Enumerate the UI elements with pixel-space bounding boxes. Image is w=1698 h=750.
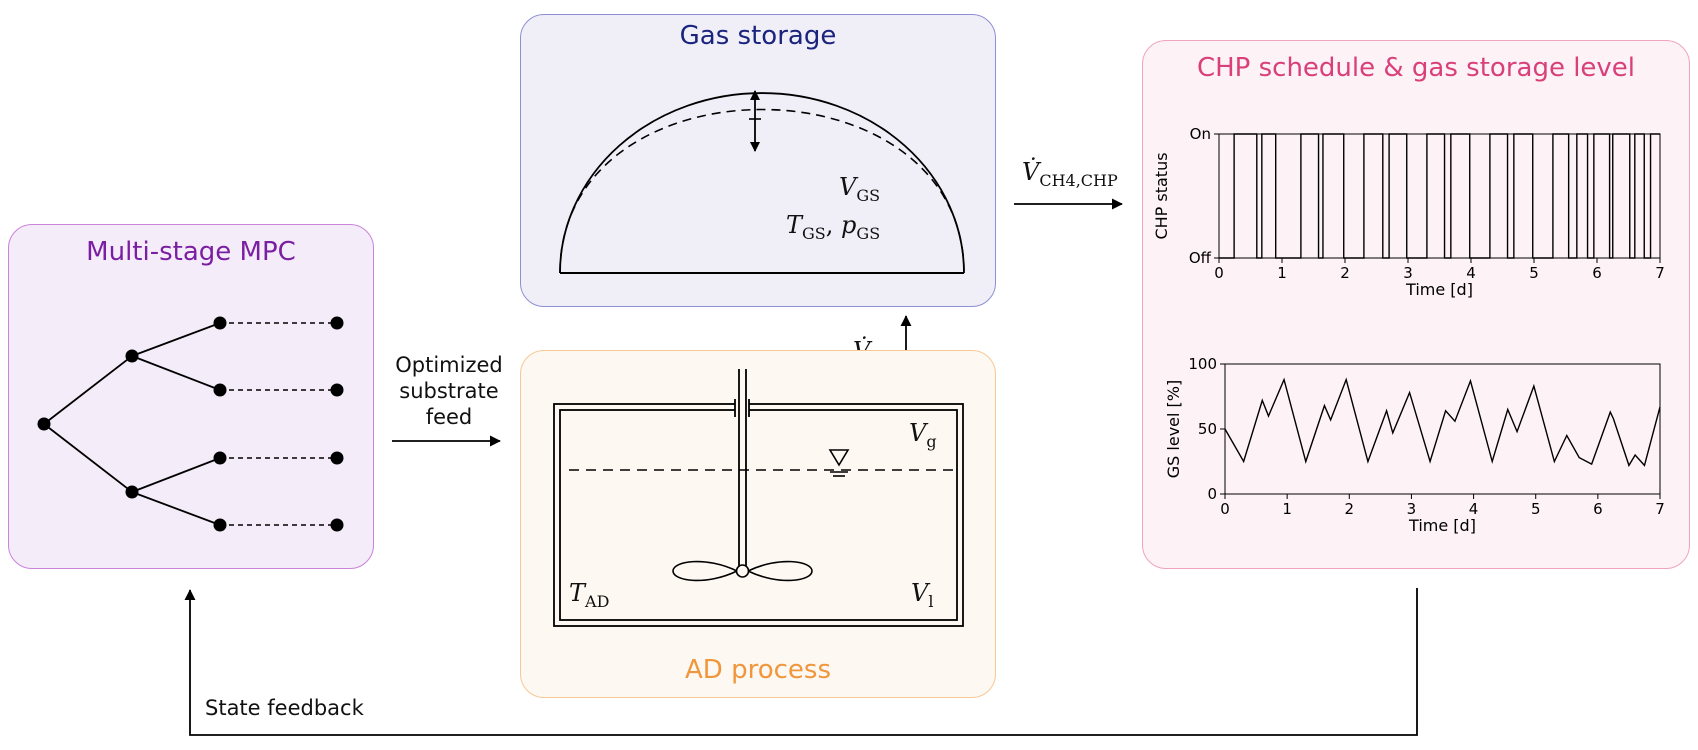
feed-label: Optimized substrate feed [385, 352, 513, 430]
tree-node [213, 451, 227, 465]
feed-label-line1: Optimized [395, 353, 503, 377]
mpc-box: Multi-stage MPC [8, 224, 374, 569]
impeller-blade [746, 560, 813, 582]
scenario-tree [37, 316, 344, 532]
x-tick-label: 3 [1407, 500, 1417, 518]
chp-box: CHP schedule & gas storage level 0 1 2 3 4 5 6… [1142, 40, 1690, 569]
x-axis-label: Time [d] [1405, 280, 1473, 299]
gas-storage-box: Gas storage VGS TGS, pGS [520, 14, 996, 307]
ad-process-title: AD process [685, 655, 831, 685]
x-tick-label: 0 [1220, 500, 1230, 518]
tree-node [330, 451, 344, 465]
ad-gas-volume-label: Vg [909, 419, 937, 451]
gas-storage-title: Gas storage [679, 21, 837, 51]
x-tick-label: 3 [1403, 264, 1413, 282]
ad-temp-label: TAD [569, 579, 610, 611]
reactor-outer-wall [553, 403, 964, 627]
tree-node [330, 518, 344, 532]
reactor-inner-wall [559, 409, 958, 621]
liquid-level-icon [828, 449, 850, 467]
tree-node [125, 349, 139, 363]
x-tick-label: 1 [1277, 264, 1287, 282]
feedback-label: State feedback [205, 696, 364, 720]
impeller-hub [735, 564, 750, 578]
feedback-arrow [184, 588, 1418, 736]
dome-inner-dashed [559, 108, 965, 274]
y-tick-label: 100 [1188, 355, 1217, 373]
tree-node [125, 485, 139, 499]
ad-liquid-volume-label: Vl [911, 579, 934, 611]
y-axis-label: CHP status [1152, 152, 1171, 239]
y-tick-label: Off [1189, 249, 1212, 267]
plot-frame [1224, 363, 1661, 495]
x-tick-label: 2 [1345, 500, 1355, 518]
x-tick-label: 7 [1655, 264, 1665, 282]
reactor-drawing [553, 369, 964, 627]
x-tick-label: 1 [1282, 500, 1292, 518]
y-tick-label: On [1190, 125, 1211, 143]
x-tick-label: 6 [1593, 500, 1603, 518]
x-tick-label: 4 [1469, 500, 1479, 518]
impeller-blade [672, 560, 739, 582]
tree-node [330, 316, 344, 330]
x-tick-label: 6 [1592, 264, 1602, 282]
tree-node [213, 316, 227, 330]
x-tick-label: 5 [1529, 264, 1539, 282]
mpc-title: Multi-stage MPC [86, 237, 296, 267]
gs-temp-press-label: TGS, pGS [786, 211, 881, 243]
tree-node [330, 383, 344, 397]
chp-status-series [1219, 133, 1660, 259]
tree-node [213, 518, 227, 532]
x-tick-label: 4 [1466, 264, 1476, 282]
x-tick-label: 2 [1340, 264, 1350, 282]
y-axis-label: GS level [%] [1164, 380, 1183, 478]
chp-flow-label: V̇CH4,CHP [1022, 158, 1118, 190]
x-tick-label: 0 [1214, 264, 1224, 282]
x-tick-label: 5 [1531, 500, 1541, 518]
ad-process-box: AD process Vg Vl TAD [520, 350, 996, 698]
gs-level-series [1224, 377, 1661, 468]
y-tick-label: 0 [1207, 485, 1217, 503]
dome-outline [559, 92, 965, 274]
chp-title: CHP schedule & gas storage level [1196, 53, 1636, 83]
tree-node-root [37, 417, 51, 431]
feed-label-line2: substrate [399, 379, 499, 403]
x-axis-label: Time [d] [1408, 516, 1476, 535]
gs-volume-label: VGS [839, 173, 881, 205]
gas-dome-drawing [559, 90, 965, 274]
x-tick-label: 7 [1655, 500, 1665, 518]
feed-label-line3: feed [425, 405, 473, 429]
y-tick-label: 50 [1198, 420, 1217, 438]
tree-node [213, 383, 227, 397]
